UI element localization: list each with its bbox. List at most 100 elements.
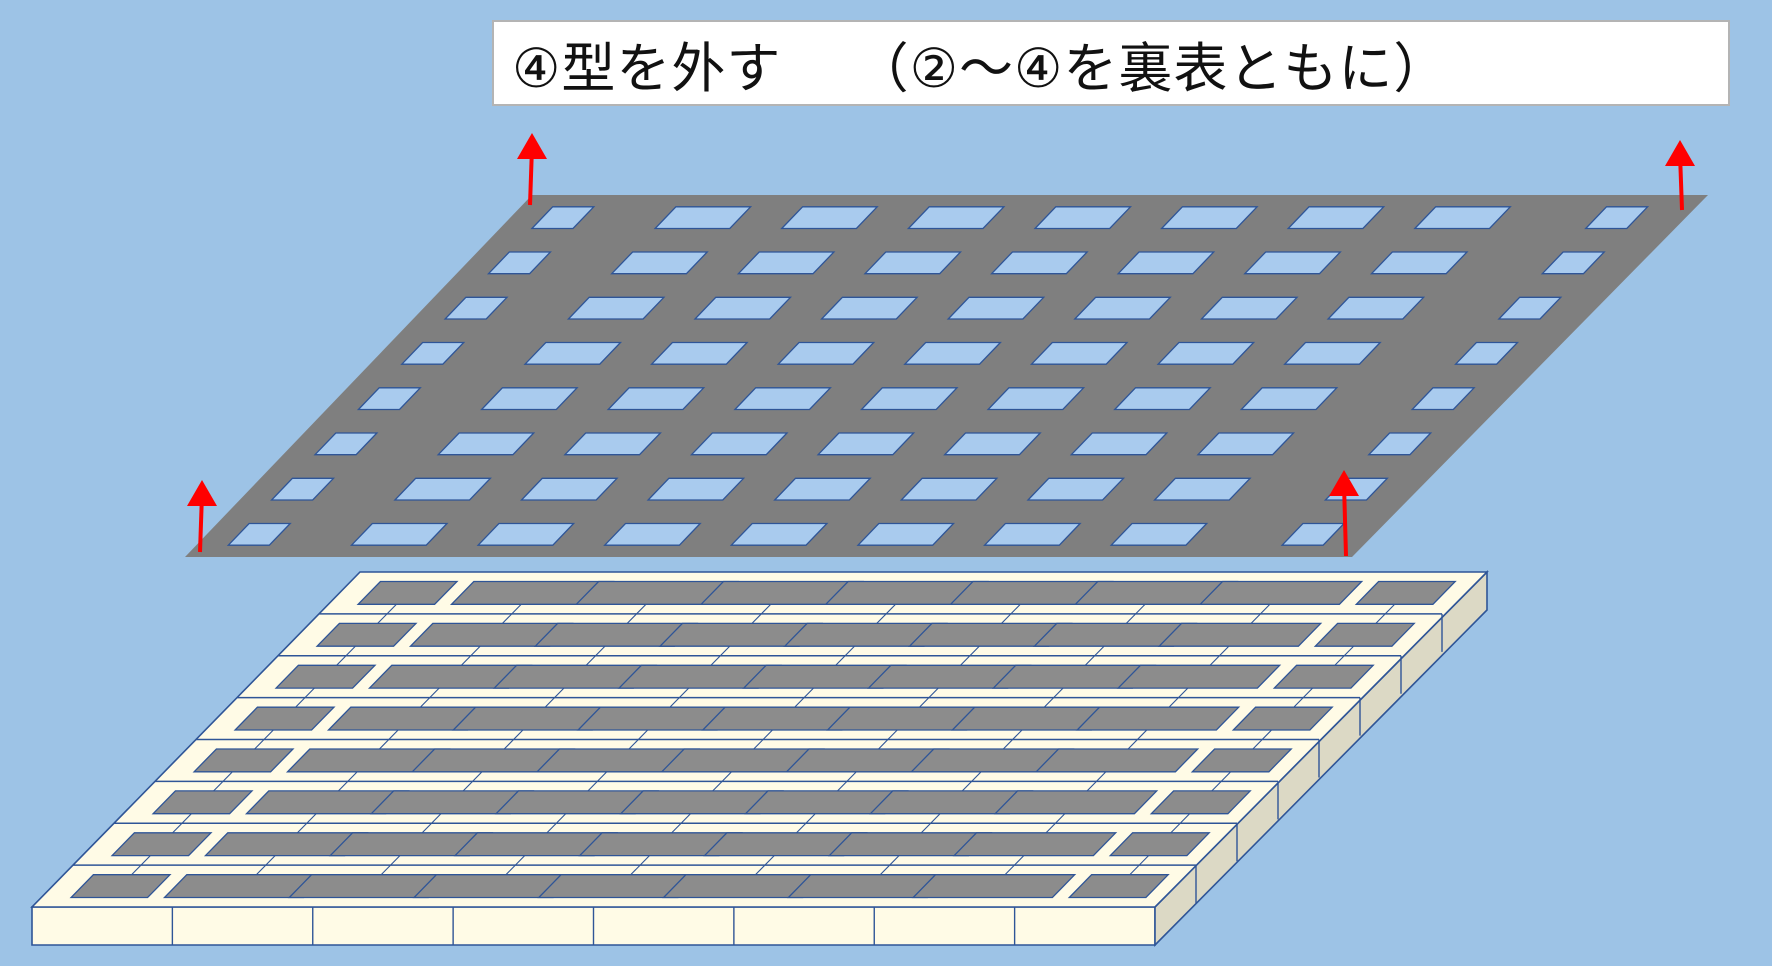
- mold-opening: [1454, 341, 1520, 365]
- pad-connector: [1170, 813, 1190, 834]
- pad-connector: [1168, 687, 1189, 708]
- arrow-head: [1329, 470, 1359, 496]
- pad-connector: [628, 729, 649, 750]
- pad-connector: [377, 603, 397, 624]
- pad-connector: [1211, 771, 1231, 792]
- pad-connector: [796, 813, 816, 834]
- pad-connector: [1084, 645, 1105, 666]
- mold-opening: [1199, 296, 1299, 320]
- pad-connector: [503, 729, 524, 750]
- pad-connector: [295, 687, 315, 708]
- pad-connector: [671, 813, 691, 834]
- pad-connector: [876, 603, 896, 624]
- mold-opening: [899, 477, 999, 501]
- printed-pad: [1231, 706, 1334, 731]
- printed-pad: [1067, 874, 1170, 899]
- pad-connector: [878, 729, 898, 750]
- pad-connector: [835, 645, 855, 666]
- mold-opening: [1196, 432, 1296, 456]
- caption-text: ④型を外す （②～④を裏表ともに）: [512, 36, 1449, 100]
- pad-connector: [1001, 603, 1021, 624]
- mold-opening: [610, 251, 709, 275]
- printed-pad: [1149, 790, 1252, 815]
- printed-pad: [192, 748, 295, 773]
- mold-opening: [990, 251, 1089, 275]
- pad-connector: [1252, 729, 1272, 750]
- pad-connector: [669, 687, 690, 708]
- mold-opening: [606, 387, 706, 411]
- pad-connector: [338, 771, 358, 792]
- mold-opening: [943, 432, 1042, 456]
- mold-opening: [393, 477, 492, 501]
- mold-opening: [816, 432, 916, 456]
- mold-opening: [566, 296, 666, 320]
- mold-opening: [443, 296, 509, 320]
- mold-opening: [1029, 341, 1129, 365]
- pad-connector: [1086, 771, 1107, 792]
- printed-pad: [110, 832, 213, 857]
- mold-opening: [650, 341, 749, 365]
- pad-connector: [1250, 603, 1271, 624]
- mold-opening: [859, 387, 959, 411]
- pad-connector: [1127, 729, 1148, 750]
- mold-opening: [736, 251, 836, 275]
- arrow-up-icon: [1329, 470, 1359, 557]
- printed-pad: [233, 706, 336, 731]
- pad-connector: [587, 771, 608, 792]
- arrow-up-icon: [517, 133, 547, 206]
- mold-opening: [776, 341, 876, 365]
- printed-pad: [1034, 748, 1200, 773]
- mold-opening: [1160, 206, 1259, 230]
- printed-pad: [356, 580, 459, 605]
- mold-opening: [856, 522, 956, 546]
- arrow-head: [517, 133, 547, 159]
- mold-opening: [1026, 477, 1126, 501]
- mold-opening: [1369, 251, 1469, 275]
- mold-opening: [523, 341, 623, 365]
- slab-assembly: [30, 570, 1489, 947]
- mold-opening: [1540, 251, 1606, 275]
- mold-opening: [1153, 477, 1252, 501]
- printed-pad: [274, 664, 377, 689]
- pad-connector: [546, 813, 567, 834]
- printed-pad: [315, 622, 418, 647]
- pad-connector: [1045, 813, 1066, 834]
- pad-connector: [1334, 645, 1354, 666]
- printed-pad: [1075, 706, 1241, 731]
- mold-opening: [349, 522, 449, 546]
- mold-opening: [780, 206, 879, 230]
- printed-pad: [1313, 622, 1416, 647]
- pad-connector: [1002, 729, 1023, 750]
- mold-opening: [226, 522, 292, 546]
- printed-pad: [69, 874, 172, 899]
- pad-connector: [461, 645, 481, 666]
- pad-connector: [1129, 855, 1149, 876]
- mold-opening: [1243, 251, 1342, 275]
- pad-connector: [712, 771, 732, 792]
- mold-opening: [1367, 432, 1433, 456]
- pad-connector: [837, 771, 857, 792]
- mold-opening: [863, 251, 963, 275]
- pad-connector: [420, 687, 440, 708]
- mold-opening: [530, 206, 596, 230]
- mold-opening: [476, 522, 576, 546]
- pad-connector: [920, 813, 941, 834]
- pad-connector: [961, 771, 982, 792]
- mold-opening: [646, 477, 746, 501]
- printed-pad: [1116, 664, 1282, 689]
- pad-connector: [1293, 687, 1313, 708]
- pad-connector: [960, 645, 980, 666]
- pad-connector: [172, 813, 192, 834]
- mold-opening: [1113, 387, 1212, 411]
- mold-opening: [563, 432, 662, 456]
- mold-opening: [356, 387, 422, 411]
- pad-connector: [379, 729, 399, 750]
- mold-opening: [1239, 387, 1339, 411]
- mold-opening: [1116, 251, 1216, 275]
- pad-connector: [421, 813, 442, 834]
- mold-opening: [1497, 296, 1563, 320]
- pad-connector: [1125, 603, 1146, 624]
- pad-connector: [1375, 603, 1395, 624]
- printed-pad: [1157, 622, 1323, 647]
- pad-connector: [380, 855, 401, 876]
